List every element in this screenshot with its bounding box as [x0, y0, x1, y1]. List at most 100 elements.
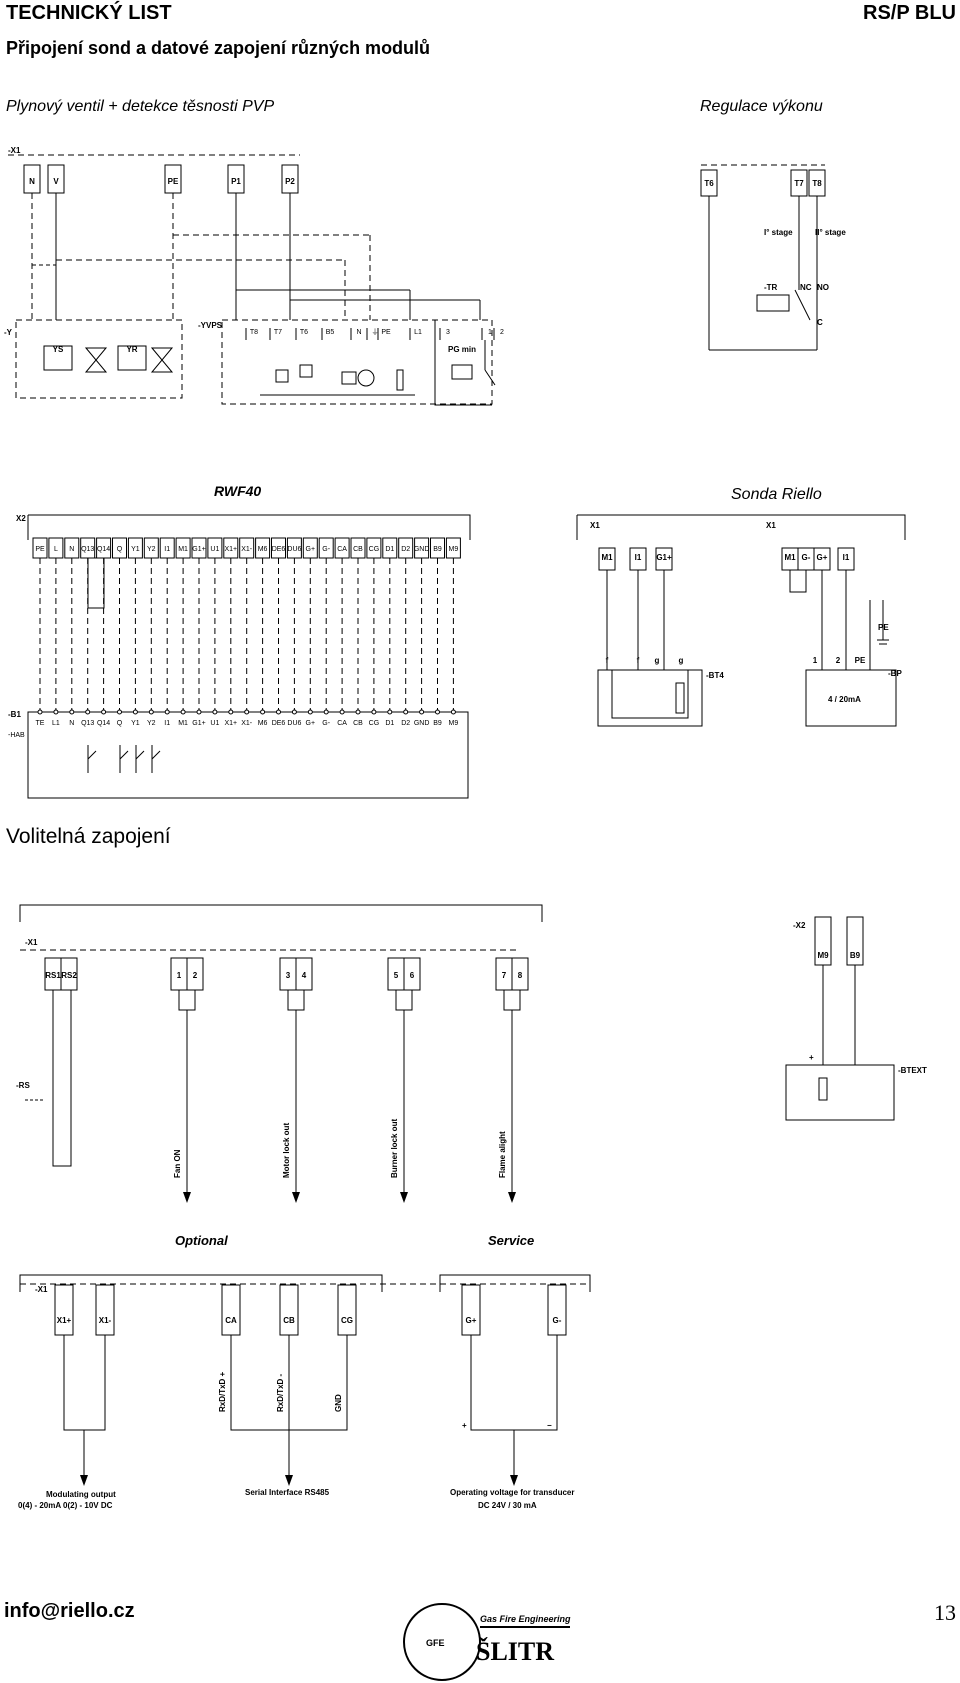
- rwf40-title: RWF40: [214, 483, 261, 499]
- rwf-terminal-label: CA: [337, 546, 347, 553]
- probe-point-label: 1: [813, 656, 818, 665]
- label-optional: Optional: [175, 1233, 228, 1248]
- rwf-terminal-label: CG: [369, 546, 380, 553]
- b1-terminal-label: Q13: [81, 720, 94, 727]
- opt-terminal-label: RS2: [61, 971, 77, 980]
- rwf-terminal-label: GND: [414, 546, 430, 553]
- b1-terminal-label: N: [69, 720, 74, 727]
- terminal-label-yvps: N: [356, 329, 361, 336]
- label-burner-lock-out: Burner lock out: [390, 1119, 399, 1178]
- rwf-terminal-label: Q14: [97, 546, 110, 553]
- label-rs: -RS: [16, 1081, 30, 1090]
- b1-terminal-label: CA: [337, 720, 347, 727]
- rwf-terminal-label: B9: [433, 546, 442, 553]
- caption-riello-probe: Sonda Riello: [731, 486, 822, 503]
- label-c: C: [817, 318, 823, 327]
- opt-terminal-label: 5: [394, 971, 399, 980]
- label-fan-on: Fan ON: [173, 1149, 182, 1178]
- label-x2: X2: [16, 514, 26, 523]
- b1-terminal-label: I1: [164, 720, 170, 727]
- label-x1-top: -X1: [8, 146, 21, 155]
- bottom-terminal-label: X1-: [99, 1316, 112, 1325]
- rwf-terminal-label: D2: [401, 546, 410, 553]
- b1-terminal-label: Q: [117, 720, 123, 727]
- label-gnd: GND: [334, 1394, 343, 1412]
- rwf-terminal-label: I1: [164, 546, 170, 553]
- b1-terminal-label: CB: [353, 720, 363, 727]
- bottom-terminal-label: CA: [225, 1316, 237, 1325]
- rwf-terminal-label: L: [54, 546, 58, 553]
- rwf-terminal-label: M1: [178, 546, 188, 553]
- b1-terminal-label: Q14: [97, 720, 110, 727]
- rwf-terminal-label: G+: [306, 546, 316, 553]
- b1-terminal-label: DU6: [287, 720, 301, 727]
- label-b1: -B1: [8, 710, 21, 719]
- terminal-label-top: P1: [231, 177, 241, 186]
- label-nc: NC: [800, 283, 812, 292]
- b1-terminal-label: DE6: [272, 720, 286, 727]
- label-opt-x1: -X1: [25, 938, 38, 947]
- label-probe-x1-right: X1: [766, 521, 776, 530]
- probe-terminal-label: M1: [784, 553, 796, 562]
- probe-terminal-label: G-: [802, 553, 811, 562]
- sensor-btext: [785, 1064, 895, 1121]
- probe-terminal-label: G1+: [656, 553, 672, 562]
- contact-email[interactable]: info@riello.cz: [4, 1600, 135, 1622]
- valve-block-y: [15, 319, 183, 399]
- sensor-bp: [805, 669, 897, 727]
- rwf-terminal-label: DE6: [272, 546, 286, 553]
- b1-terminal-label: M6: [258, 720, 268, 727]
- rwf-terminal-label: Q13: [81, 546, 94, 553]
- label-minus: −: [547, 1421, 552, 1430]
- terminal-label-yvps: T8: [250, 329, 258, 336]
- label-rxd-minus: RxD/TxD -: [276, 1373, 285, 1412]
- probe-point-label: f: [606, 656, 609, 665]
- terminal-label-yvps: 1: [488, 329, 492, 336]
- label-stage-2: II° stage: [815, 228, 846, 237]
- b1-terminal-label: G+: [306, 720, 316, 727]
- terminal-label-power: T8: [812, 179, 822, 188]
- opt-terminal-label: 8: [518, 971, 523, 980]
- rwf-terminal-label: Y1: [131, 546, 140, 553]
- label-out-range: 0(4) - 20mA 0(2) - 10V DC: [18, 1501, 113, 1510]
- rwf-terminal-label: X1+: [224, 546, 237, 553]
- terminal-label-top: V: [53, 177, 59, 186]
- terminal-label-yvps: B5: [326, 329, 335, 336]
- label-yvps: -YVPS: [198, 321, 223, 330]
- bottom-terminal-label: X1+: [57, 1316, 72, 1325]
- section-optional-connections: Volitelná zapojení: [6, 825, 171, 848]
- probe-point-label: g: [655, 656, 660, 665]
- terminal-label-top: P2: [285, 177, 295, 186]
- label-bp-range: 4 / 20mA: [828, 695, 861, 704]
- b1-terminal-label: U1: [210, 720, 219, 727]
- bottom-terminal-label: G+: [466, 1316, 477, 1325]
- caption-gas-valve: Plynový ventil + detekce těsnosti PVP: [6, 98, 275, 115]
- slitr-logo-icon: [403, 1603, 481, 1681]
- opt-terminal-label: 2: [193, 971, 198, 980]
- terminal-label-top: N: [29, 177, 35, 186]
- rwf-terminal-label: N: [69, 546, 74, 553]
- rwf-terminal-label: M6: [258, 546, 268, 553]
- logo-name: ŠLITR: [476, 1637, 554, 1666]
- b1-terminal-label: CG: [369, 720, 380, 727]
- probe-point-label: f: [637, 656, 640, 665]
- terminal-label-yvps: 3: [446, 329, 450, 336]
- label-flame-alight: Flame alight: [498, 1131, 507, 1178]
- valve-label-ys: YS: [53, 345, 64, 354]
- terminal-label-yvps: T6: [300, 329, 308, 336]
- b1-terminal-label: Y1: [131, 720, 140, 727]
- b1-terminal-label: Y2: [147, 720, 156, 727]
- b1-terminal-label: L1: [52, 720, 60, 727]
- label-plus-btext: +: [809, 1053, 814, 1062]
- terminal-label-yvps: T7: [274, 329, 282, 336]
- label-stage-1: I° stage: [764, 228, 793, 237]
- label-out-modulating: Modulating output: [46, 1490, 116, 1499]
- label-motor-lock-out: Motor lock out: [282, 1123, 291, 1178]
- b1-terminal-label: G1+: [192, 720, 205, 727]
- b1-terminal-label: D1: [385, 720, 394, 727]
- rwf-terminal-label: PE: [35, 546, 45, 553]
- b1-terminal-label: GND: [414, 720, 430, 727]
- rwf-terminal-label: U1: [210, 546, 219, 553]
- terminal-label-yvps: ⏚: [372, 328, 379, 336]
- terminal-label-yvps: L1: [414, 329, 422, 336]
